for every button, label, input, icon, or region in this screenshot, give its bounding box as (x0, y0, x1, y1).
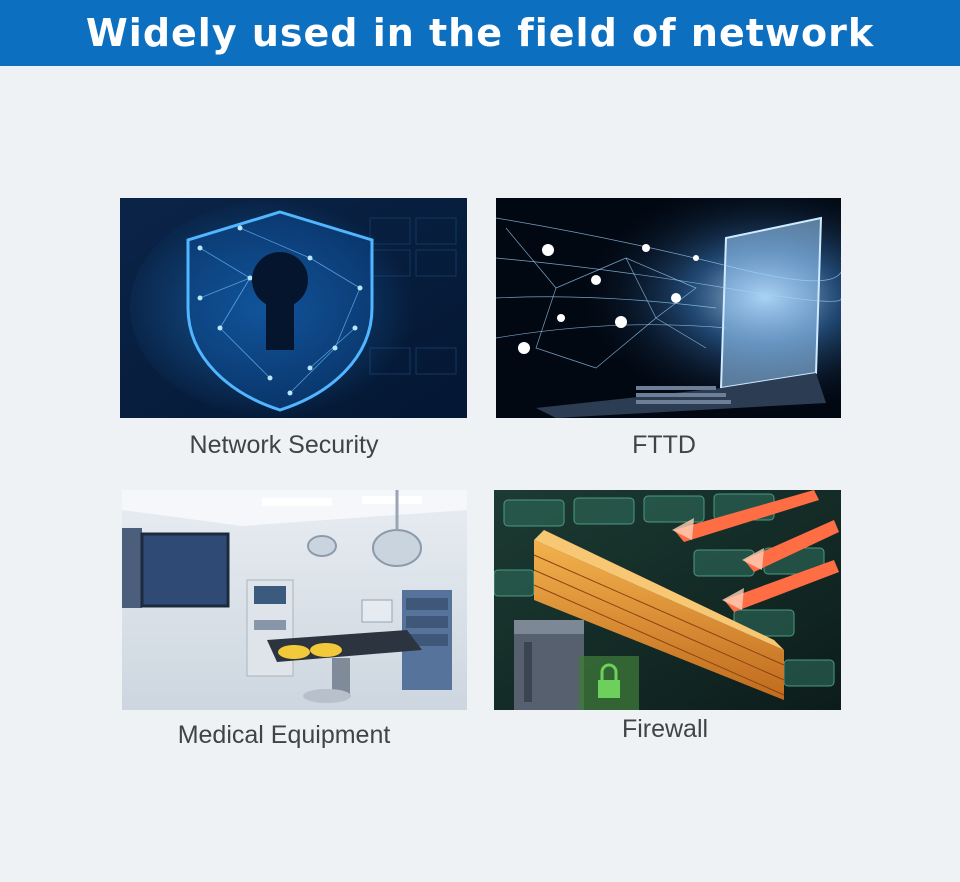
network-security-image (120, 198, 467, 418)
shield-keyhole-icon (120, 198, 467, 418)
caption-firewall: Firewall (621, 715, 709, 743)
fttd-image (496, 198, 841, 418)
operating-room-icon (122, 490, 467, 710)
caption-fttd: FTTD (632, 431, 696, 459)
brick-firewall-icon (494, 490, 841, 710)
medical-equipment-image (122, 490, 467, 710)
laptop-network-icon (496, 198, 841, 418)
caption-medical-equipment: Medical Equipment (177, 721, 391, 749)
caption-network-security: Network Security (189, 431, 379, 459)
header-banner: Widely used in the field of network (0, 0, 960, 66)
page-title: Widely used in the field of network (85, 11, 875, 55)
firewall-image (494, 490, 841, 710)
